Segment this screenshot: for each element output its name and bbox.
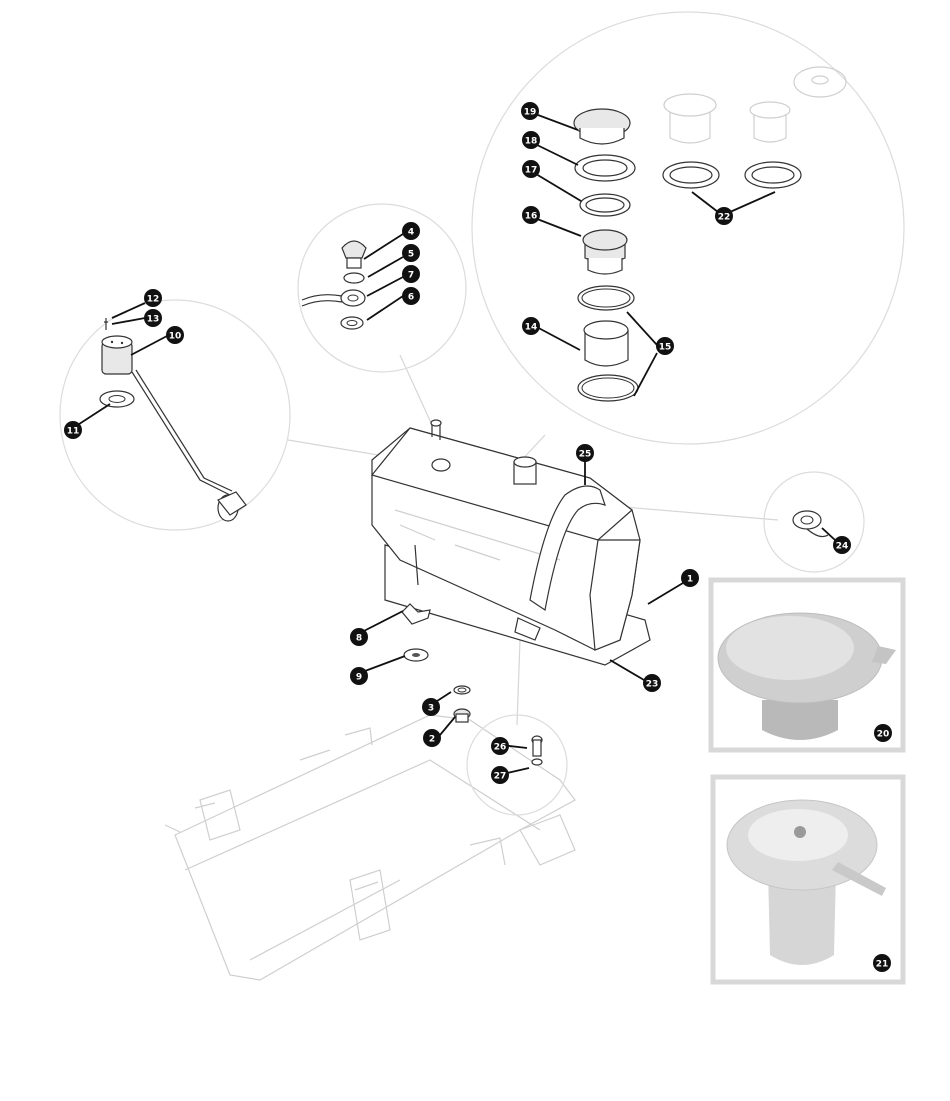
- callout-25: 25: [576, 444, 594, 462]
- callout-22: 22: [715, 207, 733, 225]
- hose-14: [584, 330, 629, 367]
- svg-text:14: 14: [525, 323, 538, 333]
- callout-27: 27: [491, 766, 509, 784]
- detail-circle-filler-neck: [471, 11, 905, 445]
- filler-neck-parts: [573, 108, 639, 402]
- callout-8: 8: [350, 628, 368, 646]
- callout-17: 17: [522, 160, 540, 178]
- chassis-frame-ghost: [164, 714, 576, 981]
- svg-text:3: 3: [428, 704, 434, 714]
- callout-12: 12: [144, 289, 162, 307]
- drain-fitting-parts: [301, 240, 367, 330]
- callout-9: 9: [350, 667, 368, 685]
- svg-text:25: 25: [579, 450, 592, 460]
- svg-text:15: 15: [659, 343, 672, 353]
- callout-23: 23: [643, 674, 661, 692]
- callout-21: 21: [873, 954, 891, 972]
- callout-19: 19: [521, 102, 539, 120]
- detail-circle-bolt: [466, 714, 568, 816]
- callout-1: 1: [681, 569, 699, 587]
- cap-body-shading: [762, 700, 838, 740]
- small-parts: [401, 510, 829, 766]
- detail-circle-sender-unit: [59, 299, 291, 531]
- svg-text:4: 4: [408, 228, 414, 238]
- svg-text:17: 17: [525, 166, 538, 176]
- svg-text:20: 20: [877, 730, 890, 740]
- callout-24: 24: [833, 536, 851, 554]
- svg-text:6: 6: [408, 293, 414, 303]
- callout-16: 16: [522, 206, 540, 224]
- inset-photo-20: [708, 577, 906, 753]
- callout-13: 13: [144, 309, 162, 327]
- svg-text:9: 9: [356, 673, 362, 683]
- callout-4: 4: [402, 222, 420, 240]
- sender-port: [431, 458, 451, 472]
- callout-18: 18: [522, 131, 540, 149]
- svg-text:12: 12: [147, 295, 160, 305]
- callout-5: 5: [402, 244, 420, 262]
- inset-photo-21: [710, 774, 906, 985]
- svg-text:21: 21: [876, 960, 889, 970]
- fuel-tank: [370, 419, 651, 666]
- svg-text:24: 24: [836, 542, 849, 552]
- svg-text:19: 19: [524, 108, 537, 118]
- svg-text:16: 16: [525, 212, 538, 222]
- detail-circle-tape: [763, 471, 865, 573]
- svg-text:18: 18: [525, 137, 538, 147]
- alternative-caps-ghost: [663, 66, 847, 144]
- sender-unit-parts: [99, 318, 247, 522]
- svg-text:22: 22: [718, 213, 731, 223]
- callout-6: 6: [402, 287, 420, 305]
- callout-10: 10: [166, 326, 184, 344]
- svg-text:23: 23: [646, 680, 659, 690]
- svg-text:1: 1: [687, 575, 693, 585]
- callout-3: 3: [422, 698, 440, 716]
- svg-text:27: 27: [494, 772, 507, 782]
- svg-text:26: 26: [494, 743, 507, 753]
- callout-26: 26: [491, 737, 509, 755]
- callout-11: 11: [64, 421, 82, 439]
- svg-text:10: 10: [169, 332, 182, 342]
- svg-text:7: 7: [408, 271, 414, 281]
- callout-2: 2: [423, 729, 441, 747]
- callout-14: 14: [522, 317, 540, 335]
- detail-circle-drain-fitting: [297, 203, 467, 373]
- callout-20: 20: [874, 724, 892, 742]
- callout-15: 15: [656, 337, 674, 355]
- svg-text:2: 2: [429, 735, 435, 745]
- gaskets-22: [662, 161, 802, 189]
- callout-7: 7: [402, 265, 420, 283]
- svg-text:5: 5: [408, 250, 414, 260]
- svg-text:11: 11: [67, 427, 80, 437]
- svg-text:8: 8: [356, 634, 362, 644]
- svg-text:13: 13: [147, 315, 160, 325]
- tank-strap: [529, 485, 606, 612]
